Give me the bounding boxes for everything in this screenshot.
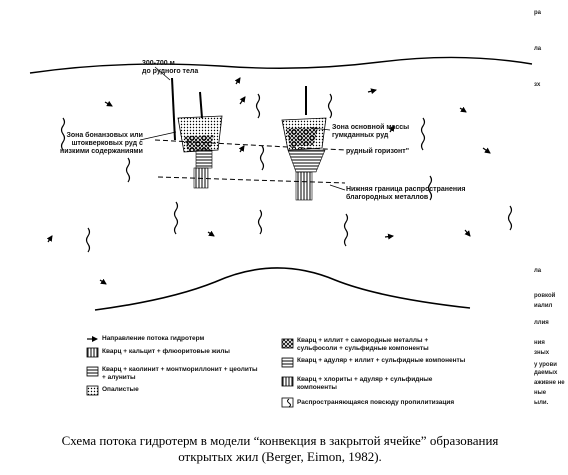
caption-line-2: открытых жил (Berger, Eimon, 1982).: [178, 449, 382, 464]
right-edge-text: ла: [534, 268, 542, 274]
legend-item-quartz-chlorite-adularia: Кварц + хлориты + адуляр + сульфидные ко…: [297, 376, 433, 391]
right-edge-text: у урови: [534, 362, 557, 368]
ground-surface: [29, 56, 533, 74]
right-edge-text: ния: [534, 340, 545, 346]
right-edge-text: иалил: [534, 303, 553, 309]
left-vein-system: [171, 77, 223, 189]
flow-arrows: [46, 77, 491, 285]
lower-boundary-line: [157, 176, 346, 184]
intrusion-dome: [94, 267, 471, 311]
right-edge-text: ла: [534, 46, 542, 52]
right-edge-text: зных: [534, 350, 550, 356]
legend-icons: [86, 336, 294, 408]
legend-item-quartz-calcite-fluorite: Кварц + кальцит + флюоритовые жилы: [102, 348, 230, 355]
legend-item-quartz-adularia-illite: Кварц + адуляр + иллит + сульфидные комп…: [297, 357, 466, 364]
figure-caption: Схема потока гидротерм в модели “конвекц…: [30, 433, 530, 465]
right-vein-system: [281, 86, 327, 201]
right-edge-text: ра: [534, 10, 542, 16]
legend-item-propylitization: Распространяющаяся повсюду пропилитизаци…: [297, 399, 455, 406]
right-edge-text: зх: [534, 82, 541, 88]
legend-item-quartz-kaolinite: Кварц + каолинит + монтмориллонит + цеол…: [102, 366, 258, 381]
legend-item-quartz-illite-metals: Кварц + иллит + самородные металлы + сул…: [297, 337, 429, 352]
propylitization-marks: [60, 93, 513, 253]
right-edge-text: ллия: [534, 320, 549, 326]
ore-horizon-label: рудный горизонт": [346, 148, 410, 155]
right-edge-text: даемых: [534, 370, 558, 376]
caption-line-1: Схема потока гидротерм в модели “конвекц…: [61, 433, 499, 448]
legend-item-flow-direction: Направление потока гидротерм: [102, 335, 205, 342]
right-edge-text: ровкой: [534, 293, 556, 299]
right-edge-text: ные: [534, 390, 547, 396]
right-edge-text: ыли.: [534, 400, 549, 406]
legend-item-opaline: Опалистые: [102, 386, 139, 393]
right-edge-text: аживне не: [534, 380, 565, 386]
